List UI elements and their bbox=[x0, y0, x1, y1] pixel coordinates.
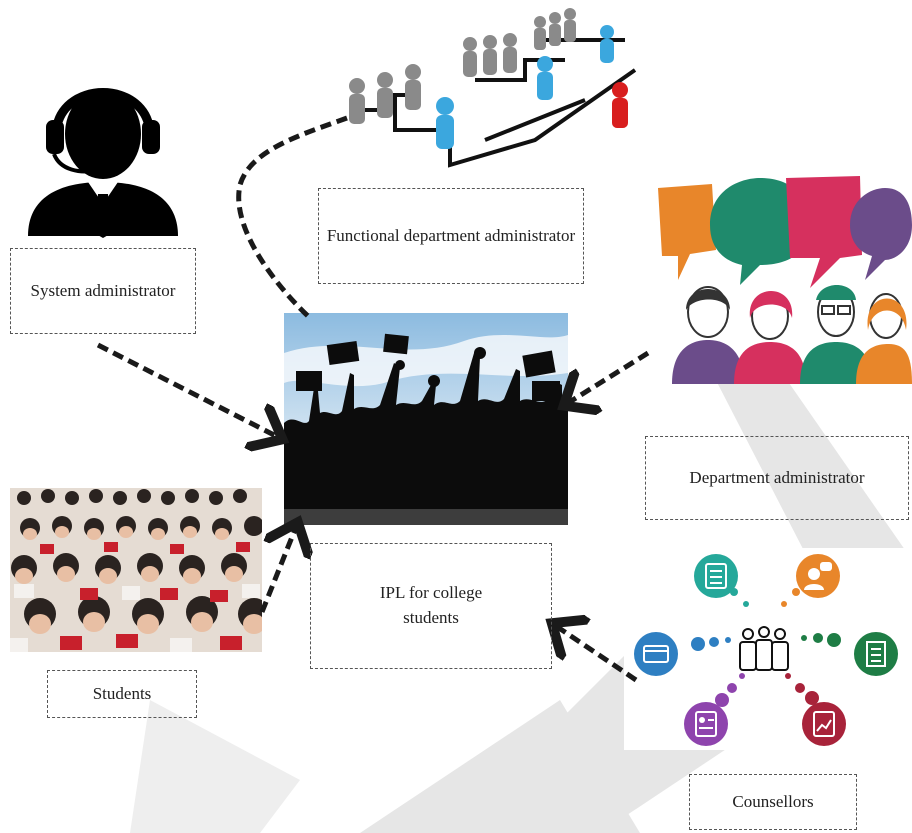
arrow-students-to-center bbox=[259, 527, 296, 613]
chat-user-icon bbox=[796, 554, 840, 598]
label-text: Students bbox=[92, 683, 152, 703]
label-text: Functional department administrator bbox=[326, 225, 576, 245]
label-counsellors: Counsellors bbox=[689, 774, 857, 830]
credit-card-icon bbox=[634, 632, 678, 676]
person-4 bbox=[856, 293, 912, 384]
person-1 bbox=[672, 286, 744, 384]
crowd-silhouette-image bbox=[284, 313, 568, 525]
person-2 bbox=[734, 291, 806, 384]
label-functional-department-administrator: Functional department administrator bbox=[318, 188, 584, 284]
label-text: Counsellors bbox=[732, 791, 814, 811]
profile-card-icon bbox=[684, 702, 728, 746]
report-chart-icon bbox=[802, 702, 846, 746]
label-text: Department administrator bbox=[689, 467, 865, 487]
label-text: IPL for college students bbox=[379, 583, 483, 627]
label-students: Students bbox=[47, 670, 197, 718]
receipt-icon bbox=[854, 632, 898, 676]
student-crowd-photo bbox=[10, 488, 262, 652]
watermark-shape-d bbox=[130, 700, 300, 833]
counsellor-network-icon bbox=[624, 548, 912, 750]
headset-user-icon bbox=[28, 88, 178, 238]
checklist-icon bbox=[694, 554, 738, 598]
arrow-functional-to-center bbox=[236, 115, 348, 320]
label-department-administrator: Department administrator bbox=[645, 436, 909, 520]
label-center-ipl: IPL for college students bbox=[310, 543, 552, 669]
label-text: System administrator bbox=[30, 280, 176, 300]
speech-bubbles-people-icon bbox=[650, 170, 912, 384]
arrow-counsellors-to-center bbox=[556, 626, 638, 683]
label-system-administrator: System administrator bbox=[10, 248, 196, 334]
group-people-icon bbox=[739, 626, 789, 671]
arrow-department-to-center bbox=[568, 350, 650, 403]
org-chart-icon bbox=[349, 8, 637, 168]
person-3 bbox=[800, 285, 872, 384]
arrow-system-to-center bbox=[96, 342, 278, 437]
